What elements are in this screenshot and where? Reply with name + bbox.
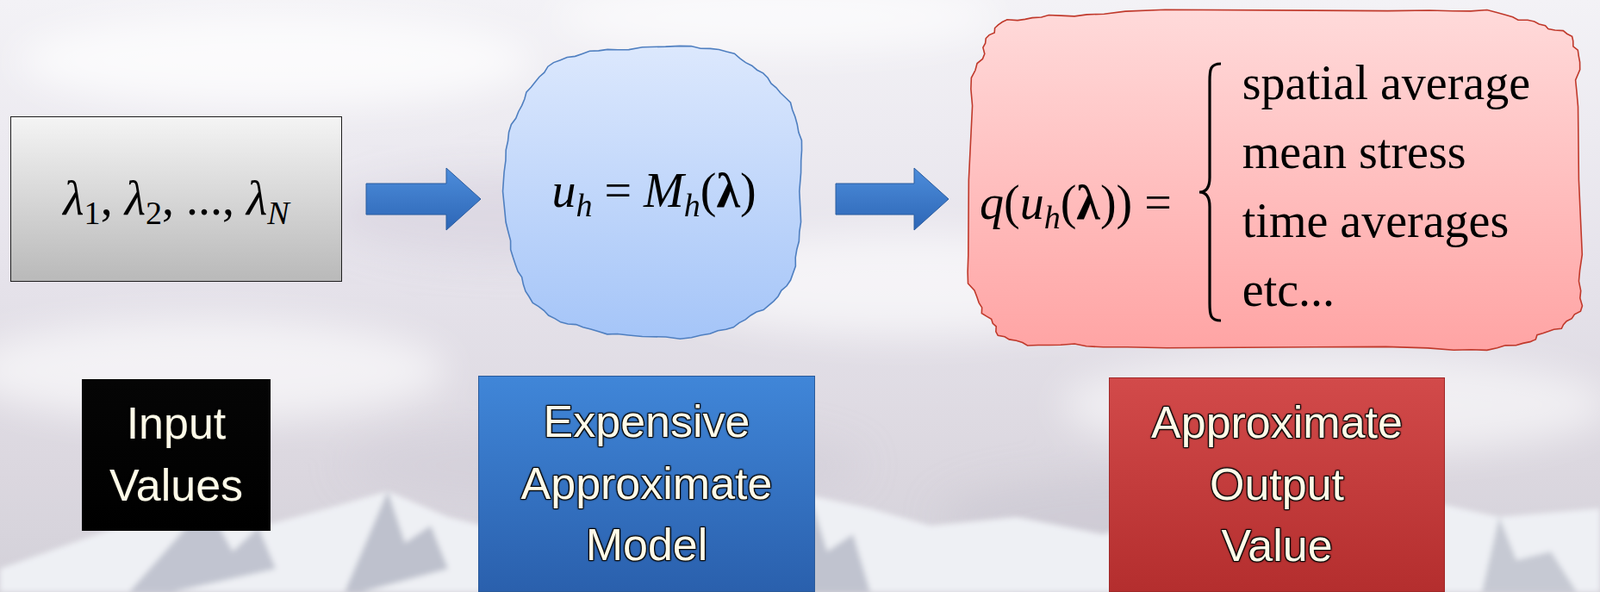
math-glyph: ) [1100, 175, 1117, 230]
math-glyph [174, 171, 187, 225]
caption-text: Input Values [109, 392, 243, 517]
output-item: spatial average [1242, 48, 1531, 118]
math-glyph: . [210, 171, 223, 225]
math-glyph [631, 163, 644, 218]
math-glyph: . [186, 171, 199, 225]
math-glyph: u [551, 163, 576, 218]
blob-fill [503, 45, 803, 339]
caption-box: Approximate Output Value [1108, 377, 1445, 592]
math-glyph: ) [1116, 175, 1134, 230]
model-blob: uh = Mh(λ) [499, 40, 809, 343]
math-glyph: λ [62, 171, 84, 225]
math-expression: λ1, λ2, ..., λN [62, 169, 289, 228]
input-box: λ1, λ2, ..., λN [10, 116, 343, 282]
output-item: etc... [1242, 255, 1531, 324]
output-list: spatial averagemean stresstime averagese… [1242, 48, 1531, 324]
caption-text: Expensive Approximate Model [521, 391, 773, 577]
math-glyph [112, 171, 125, 225]
math-glyph: = [1144, 175, 1172, 230]
math-glyph [234, 171, 247, 225]
math-glyph: N [267, 194, 289, 231]
curly-brace [1197, 62, 1224, 323]
math-glyph: M [643, 163, 685, 218]
math-glyph: 1 [84, 194, 101, 231]
math-glyph: ( [1060, 175, 1078, 230]
caption-text: Approximate Output Value [1151, 392, 1403, 578]
math-glyph [1132, 175, 1145, 230]
math-glyph: , [222, 171, 235, 225]
block-arrow [835, 168, 949, 231]
math-glyph: λ [246, 171, 268, 225]
math-glyph: 2 [145, 194, 162, 231]
math-glyph: , [100, 171, 113, 225]
math-expression: uh = Mh(λ) [551, 161, 756, 220]
blob-fill [967, 9, 1582, 350]
math-glyph: , [161, 171, 175, 225]
math-glyph: ) [740, 163, 757, 218]
math-glyph: q [979, 175, 1004, 230]
output-item: mean stress [1242, 117, 1531, 187]
math-glyph: = [603, 163, 632, 218]
output-item: time averages [1242, 186, 1531, 256]
block-arrow [366, 168, 481, 231]
math-glyph: ( [700, 163, 717, 218]
math-glyph: h [684, 186, 701, 224]
math-glyph: . [198, 171, 211, 225]
brace-path [1199, 63, 1221, 321]
math-glyph: h [1044, 199, 1061, 236]
caption-box: Input Values [81, 379, 271, 531]
math-glyph: λ [1076, 175, 1101, 230]
math-glyph: λ [715, 163, 741, 218]
caption-box: Expensive Approximate Model [478, 375, 816, 592]
math-expression: q(uh(λ)) = [979, 174, 1172, 232]
output-blob: q(uh(λ)) = spatial averagemean stresstim… [962, 5, 1592, 355]
math-glyph: ( [1003, 175, 1021, 230]
math-glyph: u [1020, 175, 1045, 230]
math-glyph: λ [124, 171, 146, 225]
math-glyph [591, 163, 604, 218]
math-glyph: h [575, 186, 592, 224]
